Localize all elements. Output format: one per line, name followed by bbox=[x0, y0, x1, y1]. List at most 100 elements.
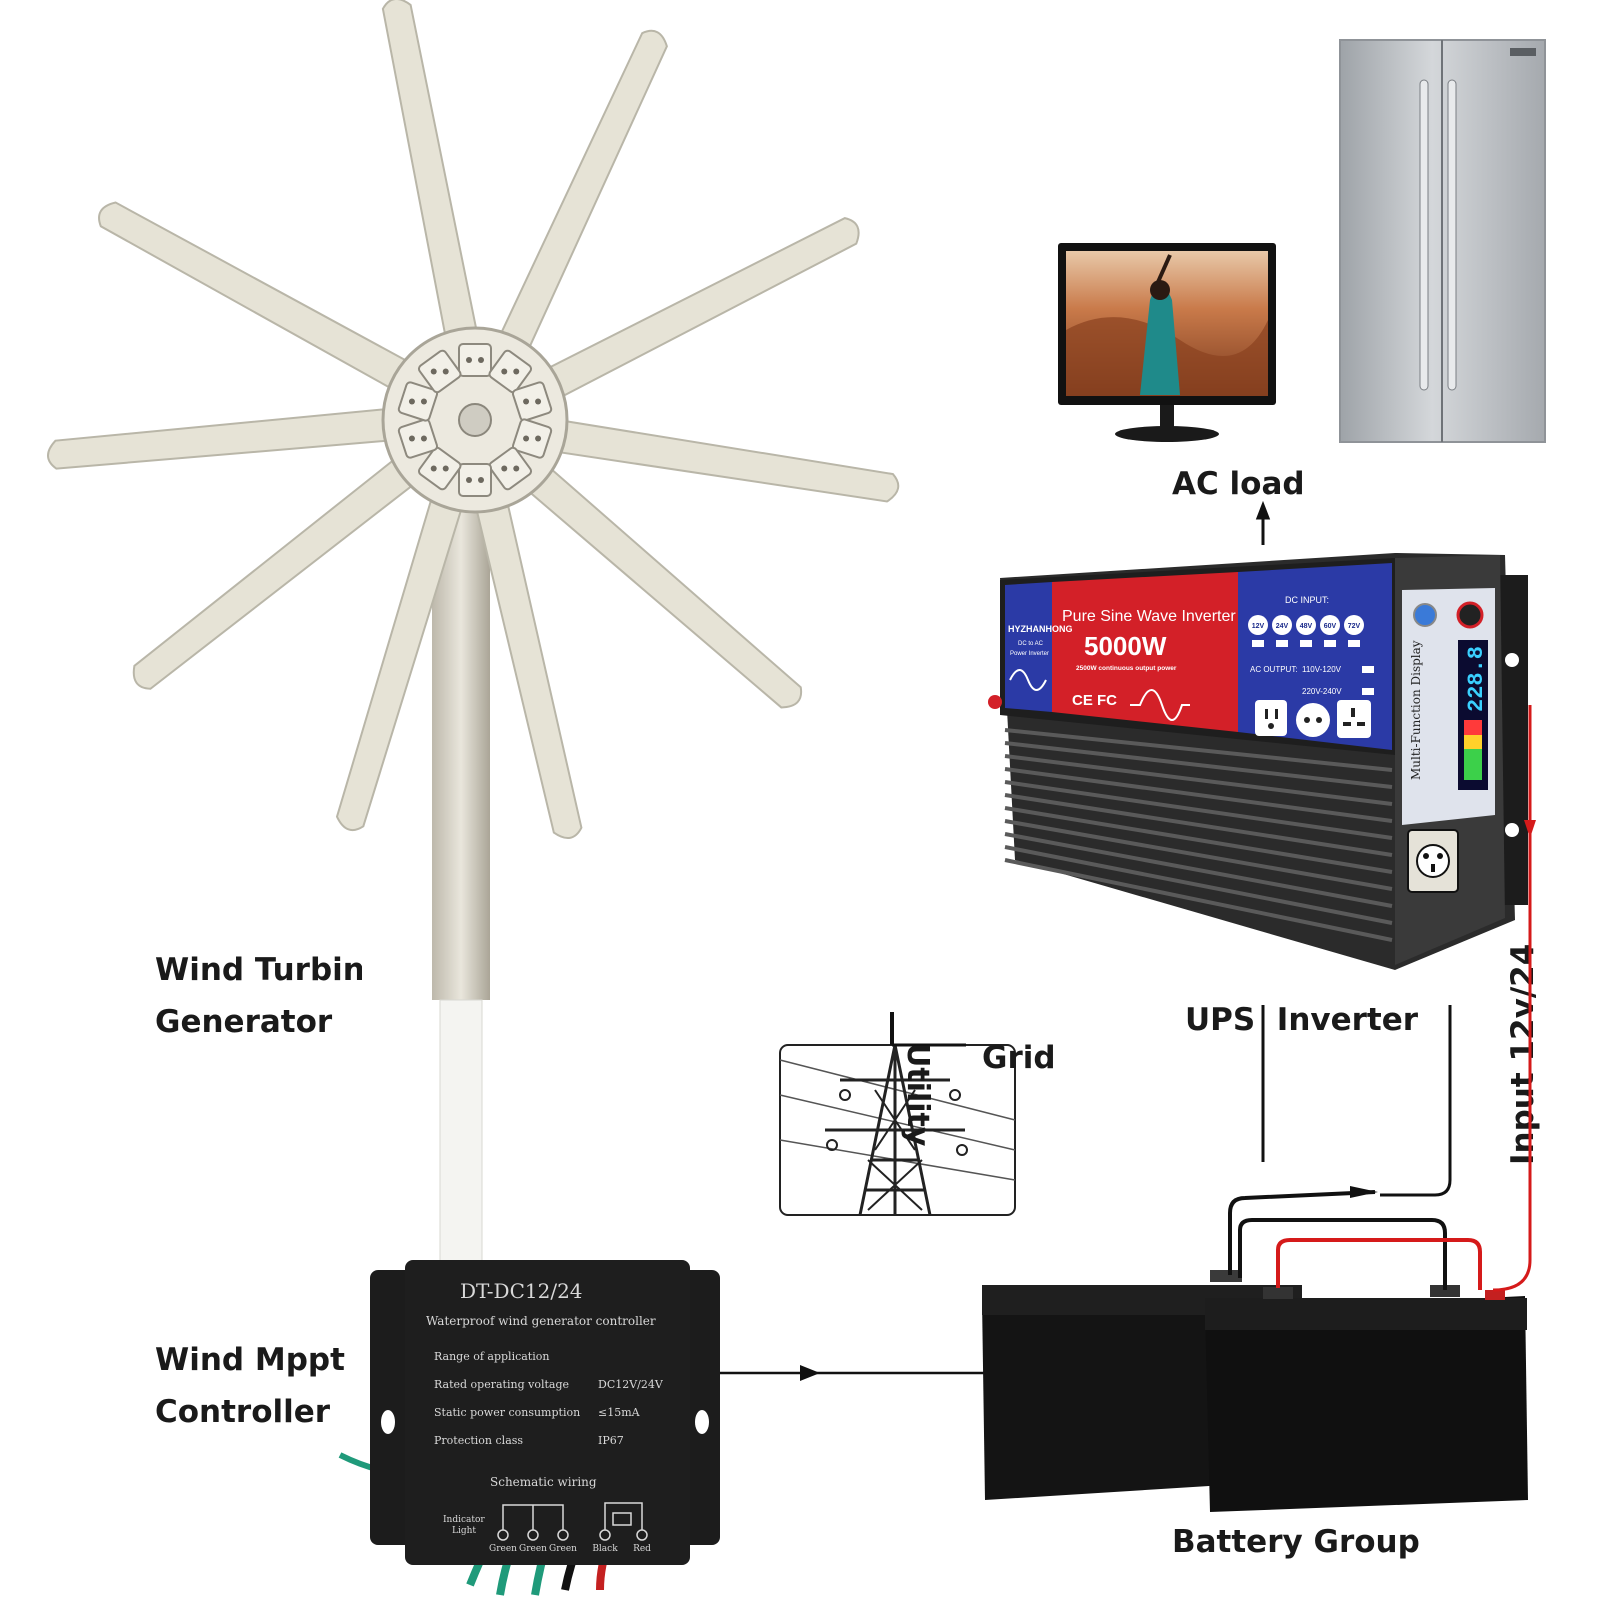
inverter-power-button[interactable] bbox=[1456, 601, 1484, 629]
dc-input-value: 72V bbox=[1348, 623, 1361, 630]
dc-input-badge bbox=[1272, 615, 1292, 635]
battery-icon bbox=[982, 1270, 1528, 1512]
terminal-screw bbox=[497, 1529, 509, 1541]
controller-spec-value: DC12V/24V bbox=[598, 1378, 664, 1391]
hub-bolts bbox=[397, 343, 553, 497]
inverter-ac-output-label: AC OUTPUT: bbox=[1250, 665, 1298, 674]
inverter-title: Pure Sine Wave Inverter bbox=[1062, 608, 1236, 625]
dc-input-value: 60V bbox=[1324, 623, 1337, 630]
heatsink-fin bbox=[1004, 754, 1393, 806]
terminal-label: Green bbox=[519, 1544, 547, 1554]
dc-input-indicator bbox=[1276, 640, 1288, 647]
hub-bolt bbox=[513, 465, 520, 472]
hub-bolt bbox=[523, 398, 530, 405]
inverter-ac-output-1: 110V-120V bbox=[1302, 665, 1342, 674]
inverter-ac-output-2: 220V-240V bbox=[1302, 687, 1342, 696]
controller-spec-heading: Range of application bbox=[434, 1350, 549, 1363]
heatsink-fin bbox=[1004, 767, 1393, 823]
inverter-heatsink-fins bbox=[1004, 728, 1393, 942]
controller-wiring-title: Schematic wiring bbox=[490, 1475, 597, 1489]
inverter-certs: CE FC bbox=[1072, 692, 1117, 709]
hub-bolt-plate bbox=[417, 349, 462, 394]
controller-to-battery-arrow bbox=[800, 1365, 820, 1381]
heatsink-fin bbox=[1004, 741, 1393, 789]
fridge-icon bbox=[1339, 39, 1546, 443]
dc-input-badge bbox=[1320, 615, 1340, 635]
hub-bolt-plate bbox=[488, 446, 533, 491]
heatsink-fin bbox=[1004, 832, 1393, 908]
label-input-voltage: Input 12v/24 bbox=[1505, 944, 1541, 1165]
hub-bolt bbox=[420, 435, 427, 442]
hub-bolt bbox=[535, 398, 542, 405]
dc-input-indicator bbox=[1300, 640, 1312, 647]
hub-bolt-plate bbox=[511, 381, 553, 422]
inverter-display-label: Multi-Function Display bbox=[1409, 640, 1423, 780]
label-wind-turbine-1: Wind Turbin bbox=[155, 952, 365, 988]
hub-bolt bbox=[430, 465, 437, 472]
hub-bolt bbox=[442, 465, 449, 472]
turbine-blade bbox=[467, 470, 583, 839]
turbine-blade bbox=[381, 0, 485, 369]
hub-bolt-plate bbox=[458, 343, 492, 377]
hub-bolt bbox=[478, 357, 484, 363]
battery-wiring bbox=[1228, 705, 1536, 1292]
hub-bolt-plate bbox=[511, 418, 553, 459]
terminal-label: Green bbox=[549, 1544, 577, 1554]
inverter-brand: HYZHANHONG bbox=[1008, 624, 1073, 634]
hub-bolt bbox=[501, 368, 508, 375]
terminal-screw bbox=[527, 1529, 539, 1541]
heatsink-fin bbox=[1004, 819, 1393, 891]
hub-bolt-plate bbox=[417, 446, 462, 491]
label-mppt-1: Wind Mppt bbox=[155, 1342, 345, 1378]
turbine-blade bbox=[517, 217, 860, 414]
label-utility: Utility bbox=[900, 1043, 935, 1147]
inverter-mode-button[interactable] bbox=[1413, 603, 1437, 627]
inverter-brand-sub2: Power Inverter bbox=[1010, 651, 1049, 657]
wind-mppt-controller-device: DT-DC12/24 Waterproof wind generator con… bbox=[338, 1260, 720, 1596]
ups-inverter-device: Multi-Function Display 228.8 HYZHANHONG … bbox=[988, 553, 1528, 970]
hub-bolt-plate bbox=[397, 381, 439, 422]
inverter-dc-input-label: DC INPUT: bbox=[1285, 595, 1329, 605]
turbine-blades bbox=[46, 0, 900, 839]
hub-bolt bbox=[535, 435, 542, 442]
controller-model: DT-DC12/24 bbox=[460, 1279, 583, 1303]
label-grid: Grid bbox=[982, 1040, 1056, 1076]
monitor-icon bbox=[1058, 243, 1276, 442]
inverter-display-value: 228.8 bbox=[1464, 646, 1489, 712]
dc-input-indicator bbox=[1348, 640, 1360, 647]
dc-input-value: 24V bbox=[1276, 623, 1289, 630]
hub-bolt bbox=[408, 435, 415, 442]
turbine-blade bbox=[132, 436, 441, 690]
hub-bolt bbox=[466, 357, 472, 363]
controller-spec-name: Static power consumption bbox=[434, 1406, 580, 1419]
controller-indicator-1: Indicator bbox=[443, 1515, 485, 1525]
hub-bolt bbox=[513, 368, 520, 375]
label-ac-load: AC load bbox=[1172, 466, 1305, 502]
terminal-screw bbox=[557, 1529, 569, 1541]
hub-bolt bbox=[430, 368, 437, 375]
hub-bolt bbox=[466, 477, 472, 483]
controller-spec-value: IP67 bbox=[598, 1434, 624, 1447]
dc-input-badge bbox=[1296, 615, 1316, 635]
terminal-label: Green bbox=[489, 1544, 517, 1554]
dc-input-badge bbox=[1344, 615, 1364, 635]
terminal-label: Red bbox=[633, 1544, 651, 1554]
wind-turbine-icon bbox=[46, 0, 900, 1271]
label-mppt-2: Controller bbox=[155, 1394, 331, 1430]
heatsink-fin bbox=[1004, 806, 1393, 874]
hub-bolt bbox=[523, 435, 530, 442]
inverter-brand-sub1: DC to AC bbox=[1018, 641, 1044, 647]
dc-input-indicator bbox=[1324, 640, 1336, 647]
socket-icons bbox=[1255, 700, 1371, 738]
inverter-power: 5000W bbox=[1084, 631, 1167, 661]
turbine-blade bbox=[501, 445, 803, 709]
heatsink-fin bbox=[1004, 858, 1393, 942]
controller-spec-name: Rated operating voltage bbox=[434, 1378, 569, 1391]
terminal-label: Black bbox=[592, 1544, 618, 1554]
hub-bolt bbox=[420, 398, 427, 405]
dc-input-value: 12V bbox=[1252, 623, 1265, 630]
label-battery-group: Battery Group bbox=[1172, 1524, 1420, 1560]
hub-bolt-plate bbox=[458, 463, 492, 497]
